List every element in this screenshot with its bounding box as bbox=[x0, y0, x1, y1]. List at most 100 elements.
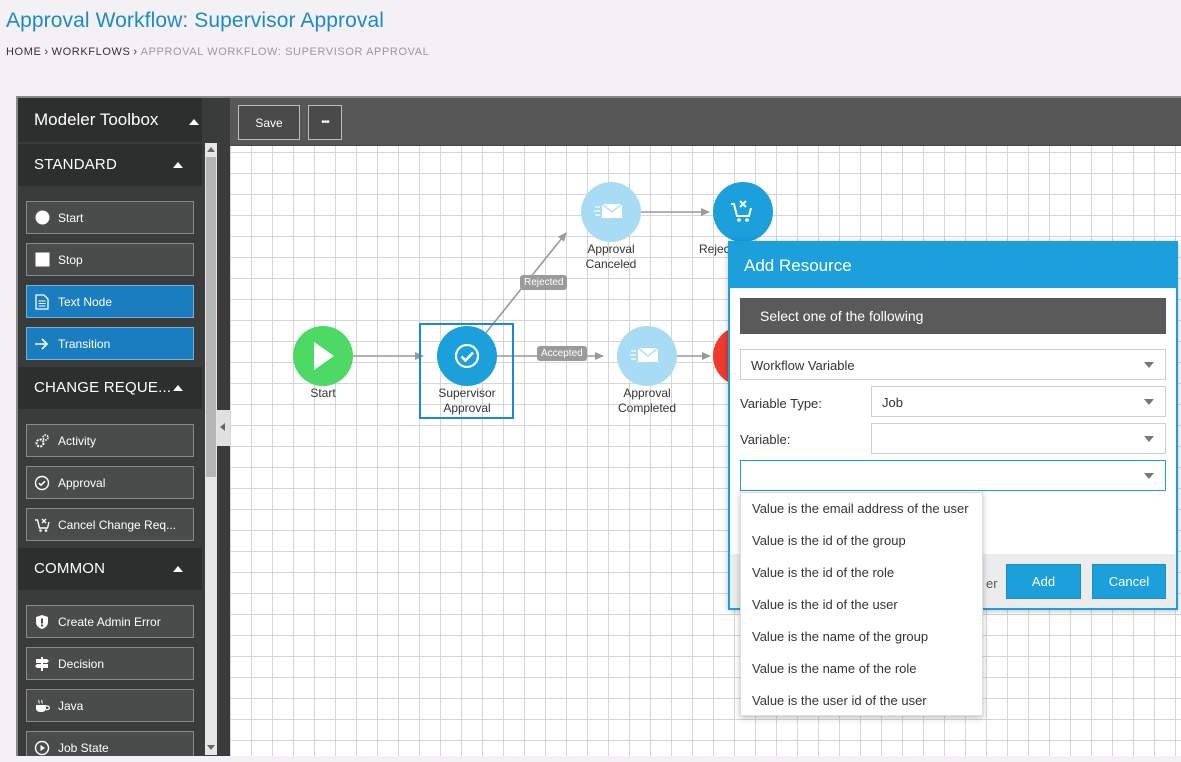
modeler-toolbox: Modeler Toolbox STANDARD Start Stop Text… bbox=[18, 98, 230, 756]
collapse-caret-icon[interactable] bbox=[173, 385, 183, 391]
dropdown-option[interactable]: Value is the id of the role bbox=[752, 565, 895, 580]
add-button[interactable]: Add bbox=[1006, 564, 1081, 599]
chevron-left-icon bbox=[220, 423, 225, 431]
coffee-icon bbox=[34, 698, 50, 714]
collapse-caret-icon[interactable] bbox=[189, 119, 199, 125]
tool-label: Stop bbox=[58, 252, 83, 267]
breadcrumb: HOME › WORKFLOWS › APPROVAL WORKFLOW: SU… bbox=[6, 46, 429, 58]
value-property-select[interactable] bbox=[740, 460, 1166, 491]
square-icon bbox=[34, 252, 50, 268]
tool-label: Text Node bbox=[58, 294, 113, 309]
node-rejected[interactable] bbox=[713, 182, 773, 242]
tool-start[interactable]: Start bbox=[26, 201, 194, 234]
toolbox-collapse-handle[interactable] bbox=[217, 410, 230, 446]
tool-text-node[interactable]: Text Node bbox=[26, 285, 194, 318]
dropdown-option[interactable]: Value is the name of the group bbox=[752, 629, 929, 644]
dropdown-option[interactable]: Value is the id of the user bbox=[752, 597, 898, 612]
tool-transition[interactable]: Transition bbox=[26, 327, 194, 360]
variable-select[interactable] bbox=[871, 423, 1166, 454]
select-value: Job bbox=[882, 395, 903, 410]
breadcrumb-workflows[interactable]: WORKFLOWS bbox=[51, 46, 131, 58]
breadcrumb-separator-icon: › bbox=[133, 46, 138, 58]
scroll-up-icon[interactable] bbox=[207, 147, 215, 152]
signpost-icon bbox=[34, 656, 50, 672]
value-property-dropdown: Value is the email address of the user V… bbox=[740, 492, 983, 716]
tool-label: Approval bbox=[58, 475, 106, 490]
tool-approval[interactable]: Approval bbox=[26, 466, 194, 499]
section-label: CHANGE REQUE... bbox=[34, 379, 172, 396]
node-supervisor-approval[interactable] bbox=[437, 326, 497, 386]
save-button[interactable]: Save bbox=[238, 105, 300, 140]
collapse-caret-icon[interactable] bbox=[173, 566, 183, 572]
tool-label: Job State bbox=[58, 740, 109, 755]
play-icon bbox=[314, 342, 334, 370]
more-options-button[interactable]: ••• bbox=[308, 105, 342, 140]
node-label: Supervisor Approval bbox=[422, 386, 512, 416]
chevron-down-icon bbox=[1144, 362, 1154, 368]
tool-label: Activity bbox=[58, 433, 97, 448]
breadcrumb-separator-icon: › bbox=[44, 46, 49, 58]
variable-type-select[interactable]: Job bbox=[871, 386, 1166, 417]
play-circle-icon bbox=[34, 740, 50, 756]
scrollbar-thumb[interactable] bbox=[206, 157, 216, 477]
node-label-line: Approval bbox=[443, 401, 491, 415]
node-start[interactable] bbox=[293, 326, 353, 386]
variable-type-label: Variable Type: bbox=[740, 396, 822, 411]
collapse-caret-icon[interactable] bbox=[173, 162, 183, 168]
tool-label: Java bbox=[58, 698, 84, 713]
node-label-line: Completed bbox=[617, 401, 677, 415]
variable-label: Variable: bbox=[740, 432, 791, 447]
cancel-button[interactable]: Cancel bbox=[1092, 564, 1166, 599]
transition-label-accepted[interactable]: Accepted bbox=[537, 346, 587, 361]
scroll-down-icon[interactable] bbox=[207, 745, 215, 750]
node-label: Rejec bbox=[699, 242, 730, 256]
circle-icon bbox=[34, 210, 50, 226]
tool-java[interactable]: Java bbox=[26, 689, 194, 722]
tool-label: Decision bbox=[58, 656, 105, 671]
node-label: Approval Completed bbox=[602, 386, 692, 416]
node-label-line: Canceled bbox=[585, 257, 637, 271]
tool-activity[interactable]: Activity bbox=[26, 424, 194, 457]
cart-x-icon bbox=[731, 203, 752, 217]
section-common[interactable]: COMMON bbox=[18, 548, 202, 590]
toolbox-scrollbar[interactable] bbox=[205, 143, 217, 755]
footer-text: er bbox=[986, 576, 998, 591]
section-change-request[interactable]: CHANGE REQUE... bbox=[18, 367, 202, 409]
dropdown-option[interactable]: Value is the name of the role bbox=[752, 661, 917, 676]
transition-label-rejected[interactable]: Rejected bbox=[520, 275, 568, 290]
check-circle-icon bbox=[34, 475, 50, 491]
breadcrumb-home[interactable]: HOME bbox=[6, 46, 42, 58]
dialog-title: Add Resource bbox=[730, 243, 1176, 288]
node-label-line: Approval bbox=[623, 386, 671, 400]
tool-label: Cancel Change Req... bbox=[58, 517, 177, 532]
canvas-toolbar: Save ••• bbox=[230, 98, 1181, 146]
chevron-down-icon bbox=[1144, 436, 1154, 442]
dropdown-option[interactable]: Value is the id of the group bbox=[752, 533, 906, 548]
tool-stop[interactable]: Stop bbox=[26, 243, 194, 276]
breadcrumb-current: APPROVAL WORKFLOW: SUPERVISOR APPROVAL bbox=[140, 46, 430, 58]
chevron-down-icon bbox=[1144, 399, 1154, 405]
section-standard[interactable]: STANDARD bbox=[18, 144, 202, 186]
arrow-right-icon bbox=[34, 336, 50, 352]
cart-x-icon bbox=[34, 517, 50, 533]
node-approval-canceled[interactable] bbox=[581, 182, 641, 242]
tool-create-admin-error[interactable]: Create Admin Error bbox=[26, 605, 194, 638]
dialog-subtitle: Select one of the following bbox=[740, 298, 1166, 334]
selection-box bbox=[419, 323, 514, 419]
section-label: STANDARD bbox=[34, 156, 117, 173]
tool-decision[interactable]: Decision bbox=[26, 647, 194, 680]
toolbox-header[interactable]: Modeler Toolbox bbox=[18, 98, 202, 142]
toolbox-title: Modeler Toolbox bbox=[34, 110, 159, 129]
tool-job-state[interactable]: Job State bbox=[26, 731, 194, 756]
document-icon bbox=[34, 293, 50, 310]
node-approval-completed[interactable] bbox=[617, 326, 677, 386]
node-label-line: Supervisor bbox=[438, 386, 496, 400]
tool-label: Start bbox=[58, 210, 84, 225]
resource-type-select[interactable]: Workflow Variable bbox=[740, 349, 1166, 380]
dropdown-option[interactable]: Value is the user id of the user bbox=[752, 693, 927, 708]
tool-cancel-change-request[interactable]: Cancel Change Req... bbox=[26, 508, 194, 541]
node-label-line: Approval bbox=[587, 242, 635, 256]
gears-icon bbox=[34, 433, 50, 449]
tool-label: Transition bbox=[58, 336, 111, 351]
dropdown-option[interactable]: Value is the email address of the user bbox=[752, 501, 969, 516]
